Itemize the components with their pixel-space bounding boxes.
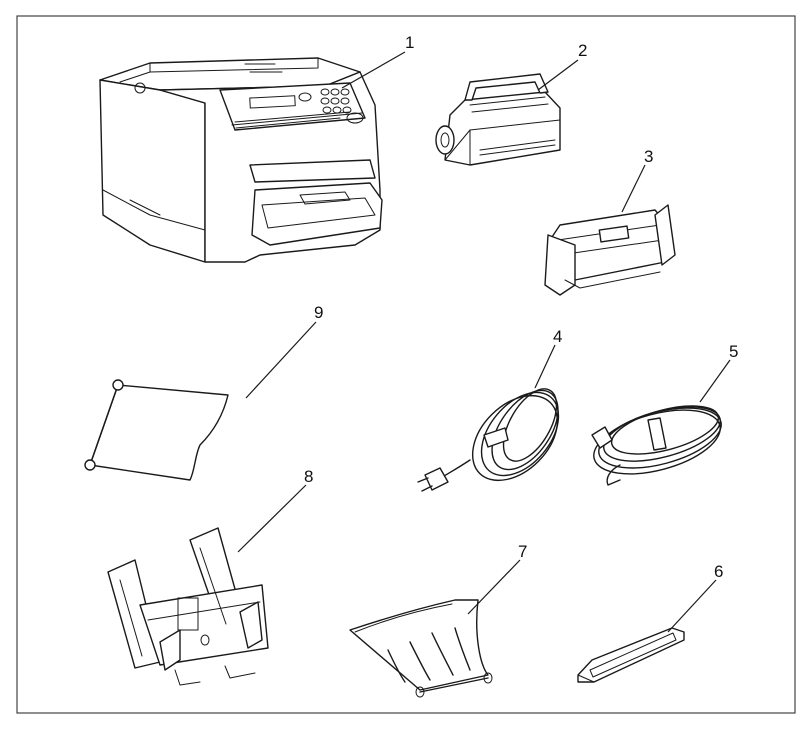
- power-cord: [417, 388, 560, 492]
- toner-cartridge: [435, 73, 561, 166]
- document-sheet: [84, 379, 229, 481]
- leader-1: [341, 51, 406, 89]
- fax-machine: [99, 57, 383, 263]
- callout-9: 9: [314, 303, 323, 322]
- drum-unit: [544, 204, 676, 296]
- leader-6: [667, 579, 717, 633]
- callout-3: 3: [644, 147, 653, 166]
- callout-1: 1: [405, 33, 414, 52]
- leader-3: [621, 164, 646, 213]
- leader-7: [467, 559, 521, 615]
- tray-cover: [577, 627, 685, 683]
- diagram-frame: [16, 15, 796, 714]
- paper-tray: [107, 527, 269, 686]
- telephone-cord: [591, 405, 722, 486]
- callout-5: 5: [729, 342, 738, 361]
- callout-7: 7: [518, 542, 527, 561]
- leader-8: [237, 484, 307, 553]
- keypad-buttons: [298, 88, 364, 124]
- leader-5: [699, 359, 731, 403]
- leader-9: [245, 321, 317, 399]
- callout-8: 8: [304, 467, 313, 486]
- callout-4: 4: [553, 327, 562, 346]
- leader-2: [537, 59, 579, 91]
- leader-4: [534, 344, 556, 389]
- document-tray: [349, 599, 493, 698]
- callout-2: 2: [578, 41, 587, 60]
- callout-6: 6: [714, 562, 723, 581]
